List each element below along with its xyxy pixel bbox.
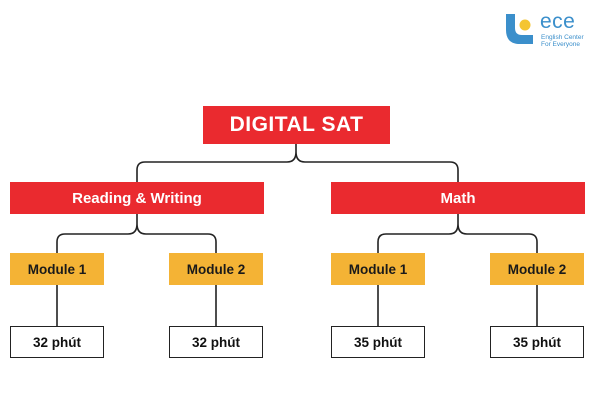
rw-module-1: Module 1 [10, 253, 104, 285]
connector-rw-brace [56, 213, 217, 254]
math-module-2-time: 35 phút [490, 326, 584, 358]
logo-tagline-line2: For Everyone [541, 41, 581, 48]
connector-root-brace [136, 143, 459, 183]
rw-module-1-time: 32 phút [10, 326, 104, 358]
logo-tagline-line1: English Center [541, 34, 584, 41]
connector-math-brace [377, 213, 538, 254]
section-reading-writing: Reading & Writing [10, 182, 264, 214]
math-module-1: Module 1 [331, 253, 425, 285]
rw-module-2-time: 32 phút [169, 326, 263, 358]
logo-mark-icon [506, 14, 533, 44]
section-math: Math [331, 182, 585, 214]
logo-name: ece [540, 10, 576, 33]
root-node-digital-sat: DIGITAL SAT [203, 106, 390, 144]
math-module-2: Module 2 [490, 253, 584, 285]
math-module-1-time: 35 phút [331, 326, 425, 358]
ece-logo: ece English Center For Everyone [506, 10, 596, 48]
rw-module-2: Module 2 [169, 253, 263, 285]
